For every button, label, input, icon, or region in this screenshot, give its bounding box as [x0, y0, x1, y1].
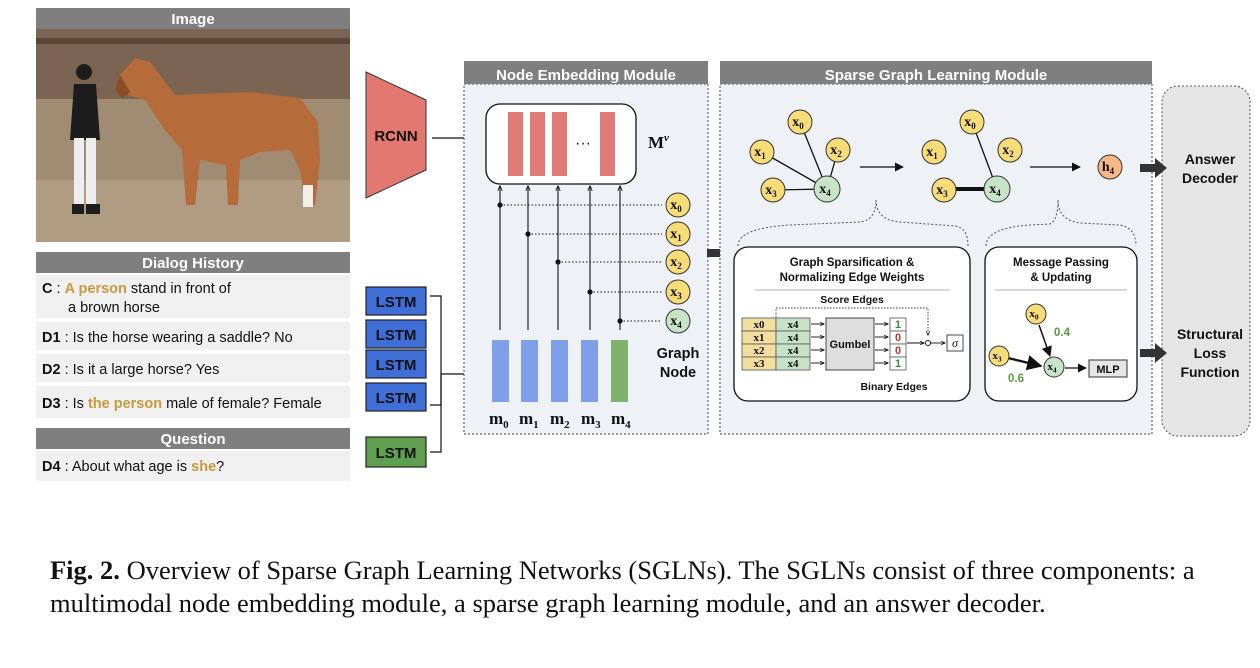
m1-label: m1: [519, 409, 539, 431]
dialog-row-d1: D1 : Is the horse wearing a saddle? No: [42, 330, 293, 346]
dialog-row-c: C : A person stand in front of: [42, 281, 232, 297]
caption-text: Overview of Sparse Graph Learning Networ…: [50, 555, 1195, 618]
sparse-x4: x4: [989, 182, 1001, 198]
graph-node-x2: x2: [670, 255, 682, 271]
h4-node: h4: [1102, 160, 1115, 176]
mlp-box: [1088, 359, 1128, 378]
m0-label: m0: [489, 409, 509, 431]
message-passing-title-1: Message Passing: [1013, 257, 1109, 269]
graph-node-label-1: Graph: [657, 346, 700, 362]
score-edges-label: Score Edges: [820, 294, 884, 306]
edge-weight-left: 0.6: [1008, 373, 1024, 385]
dialog-row-d3: D3 : Is the person male of female? Femal…: [42, 396, 322, 412]
rcnn-encoder: RCNN: [365, 71, 427, 199]
answer-decoder-label-1: Answer: [1185, 151, 1236, 167]
question-panel: Question D4 : About what age is she?: [36, 428, 350, 481]
mp-x0: x0: [1029, 308, 1039, 322]
structural-loss-label-1: Structural: [1177, 326, 1243, 342]
binary-edge-3: 1: [895, 358, 901, 370]
lstm-label-3: LSTM: [376, 357, 417, 374]
node-embedding-title: Node Embedding Module: [496, 67, 676, 84]
output-column: [1161, 85, 1251, 437]
lstm-label-2: LSTM: [376, 327, 417, 344]
image-panel: Image: [36, 8, 350, 242]
lstm-label-5: LSTM: [376, 445, 417, 462]
pair-0-a: x0: [754, 319, 766, 331]
lstm-label-1: LSTM: [376, 294, 417, 311]
sgln-diagram: Image Dialog History C : A person s: [36, 8, 1251, 481]
dialog-row-d2: D2 : Is it a large horse? Yes: [42, 362, 219, 378]
answer-decoder-label-2: Decoder: [1182, 170, 1239, 186]
sparsification-title-2: Normalizing Edge Weights: [780, 272, 925, 284]
pair-2-b: x4: [788, 345, 800, 357]
dense-x3: x3: [765, 183, 777, 199]
graph-node-x1: x1: [670, 227, 682, 243]
pair-2-a: x2: [754, 345, 766, 357]
sparse-x3: x3: [936, 183, 948, 199]
node-embedding-module: Node Embedding Module ··· Mv: [463, 61, 709, 435]
matrix-label: Mv: [648, 132, 669, 152]
sigma-box: [946, 334, 964, 352]
pair-3-b: x4: [788, 358, 800, 370]
graph-node-x0: x0: [670, 198, 682, 214]
question-title: Question: [160, 431, 225, 448]
structural-loss-label-3: Function: [1180, 364, 1239, 380]
binary-edge-2: 0: [895, 345, 901, 357]
binary-edges-label: Binary Edges: [860, 381, 927, 393]
sigma-label: σ: [952, 336, 959, 350]
graph-node-label-2: Node: [660, 365, 696, 381]
caption-label: Fig. 2.: [50, 555, 120, 585]
figure-caption: Fig. 2. Overview of Sparse Graph Learnin…: [50, 554, 1250, 620]
graph-node-x3: x3: [670, 285, 682, 301]
m2-label: m2: [550, 409, 570, 431]
dialog-history-panel: Dialog History C : A person stand in fro…: [36, 252, 350, 418]
graph-sparsification-box: Graph Sparsification & Normalizing Edge …: [733, 246, 971, 402]
mp-x4: x4: [1047, 361, 1057, 375]
rcnn-label: RCNN: [374, 128, 417, 145]
lstm-label-4: LSTM: [376, 390, 417, 407]
sparsification-title-1: Graph Sparsification &: [790, 257, 915, 269]
message-passing-title-2: & Updating: [1030, 272, 1091, 284]
pair-1-b: x4: [788, 332, 800, 344]
mlp-label: MLP: [1096, 364, 1119, 376]
m3-label: m3: [581, 409, 601, 431]
matrix-dots: ···: [575, 135, 591, 152]
binary-edge-1: 0: [895, 332, 901, 344]
edge-weight-top: 0.4: [1054, 327, 1071, 339]
sparse-graph-title: Sparse Graph Learning Module: [825, 67, 1048, 84]
m4-label: m4: [611, 409, 631, 431]
pair-0-b: x4: [788, 319, 800, 331]
dense-x4: x4: [819, 182, 831, 198]
graph-node-x4: x4: [670, 314, 682, 330]
sparse-x1: x1: [926, 145, 938, 161]
lstm-stack: LSTM LSTM LSTM LSTM LSTM: [365, 286, 427, 468]
pair-3-a: x3: [754, 358, 766, 370]
gumbel-box: [825, 317, 875, 371]
dialog-row-c-line2: a brown horse: [68, 300, 160, 316]
gumbel-label: Gumbel: [830, 339, 871, 351]
image-panel-title: Image: [171, 11, 214, 28]
dense-x2: x2: [830, 143, 842, 159]
dialog-history-title: Dialog History: [142, 255, 244, 272]
horse-photo: [36, 29, 350, 242]
dense-x1: x1: [754, 145, 766, 161]
message-passing-box: Message Passing & Updating x0 x3 x4 0.4 …: [984, 246, 1138, 402]
sparse-x2: x2: [1002, 143, 1014, 159]
sparse-graph-learning-module: Sparse Graph Learning Module x0 x1 x2 x3…: [719, 61, 1153, 435]
question-row-d4: D4 : About what age is she?: [42, 459, 224, 475]
structural-loss-label-2: Loss: [1194, 345, 1227, 361]
mp-x3: x3: [992, 350, 1002, 364]
pair-1-a: x1: [754, 332, 765, 344]
dense-x0: x0: [792, 115, 804, 131]
binary-edge-0: 1: [895, 319, 901, 331]
sparse-x0: x0: [964, 115, 976, 131]
